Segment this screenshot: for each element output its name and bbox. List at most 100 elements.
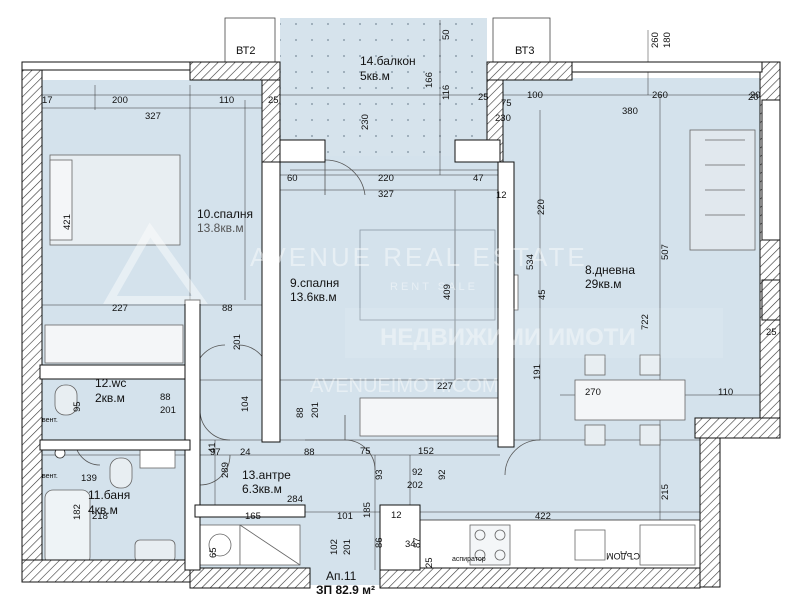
room-area-wc: 2кв.м (95, 391, 125, 405)
dim: 25 (424, 557, 435, 568)
dim: 116 (441, 85, 452, 100)
dim: 20 (748, 92, 759, 103)
dim: 101 (337, 511, 353, 522)
room-area-bedroom10: 13.8кв.м (197, 221, 244, 235)
dim: 260 (650, 32, 661, 48)
vent-small-label-2: вент. (42, 473, 58, 480)
dim: 166 (424, 72, 435, 88)
dim: 227 (112, 303, 128, 314)
dim: 202 (407, 480, 423, 491)
room-name-living: 8.дневна (585, 263, 635, 277)
floor-area (40, 17, 765, 585)
bathtub (44, 489, 91, 566)
vent-small-label: вент. (42, 417, 58, 424)
dim: 25 (766, 327, 777, 338)
dim: 327 (378, 189, 394, 200)
dim: 75 (360, 446, 371, 457)
dim: 20 (750, 90, 761, 101)
wardrobe-10 (44, 324, 184, 364)
dim: 284 (287, 494, 303, 505)
room-area-hall: 6.3кв.м (242, 482, 282, 496)
dim: 722 (640, 314, 651, 330)
dim: 380 (622, 106, 638, 117)
dim: 24 (240, 447, 251, 458)
dim: 75 (501, 98, 512, 109)
room-name-balcony: 14.балкон (360, 54, 416, 68)
dim: 421 (62, 214, 73, 230)
fridge (639, 524, 696, 566)
watermark-line4: AVENUEIMOTI.COM (310, 375, 499, 397)
room-name-hall: 13.антре (242, 468, 291, 482)
dim: 182 (72, 504, 83, 520)
dim: 218 (92, 511, 108, 522)
dim: 152 (418, 446, 434, 457)
dim: 227 (437, 381, 453, 392)
dim: 87 (412, 537, 423, 548)
vent-label-bt2: ВТ2 (236, 45, 255, 57)
watermark-line2: RENT SALE (390, 281, 478, 293)
room-area-bedroom9: 13.6кв.м (290, 290, 337, 304)
dim: 110 (718, 387, 733, 398)
dim: 185 (362, 502, 373, 518)
dining-table (574, 379, 686, 421)
dim: 139 (81, 473, 97, 484)
dim: 41 (207, 442, 218, 453)
toilet-wc (54, 384, 78, 416)
dim: 230 (360, 114, 371, 130)
dim: 12 (391, 510, 402, 521)
dim: 230 (495, 113, 511, 124)
washbasin (134, 539, 176, 563)
dishwasher (574, 529, 606, 561)
bed-9 (359, 229, 496, 321)
dim: 47 (473, 173, 484, 184)
room-name-wc: 12.wc (95, 376, 126, 390)
dim: 327 (145, 111, 161, 122)
dim: 92 (437, 469, 448, 480)
dim: 88 (295, 407, 306, 418)
dim: 215 (660, 484, 671, 500)
dim: 50 (441, 29, 452, 40)
dim: 260 (652, 90, 668, 101)
washing-machine (199, 524, 241, 566)
dim: 220 (378, 173, 394, 184)
dim: 65 (208, 547, 219, 558)
dim: 34 (405, 539, 416, 550)
dim: 88 (222, 303, 233, 314)
walls (21, 61, 781, 589)
dim: 165 (245, 511, 261, 522)
dim: 25 (478, 92, 489, 103)
sink (139, 449, 176, 469)
apartment-label: Ап.11 (326, 569, 357, 583)
room-name-bedroom10: 10.спалня (197, 207, 253, 221)
dim: 97 (210, 447, 221, 458)
dim: 220 (536, 199, 547, 215)
room-area-living: 29кв.м (585, 277, 622, 291)
aspirator-label: аспиратор (452, 556, 486, 563)
apartment-area: ЗП 82.9 м² (316, 583, 375, 597)
dim: 180 (662, 32, 673, 48)
dim: 201 (160, 405, 176, 416)
watermark: AVENUE REAL ESTATE RENT SALE НЕДВИЖИМИ И… (103, 222, 723, 397)
dim: 88 (160, 392, 171, 403)
toilet-bath (109, 457, 133, 489)
dim: 534 (525, 254, 536, 270)
dim: 201 (310, 402, 321, 418)
dim: 200 (112, 95, 128, 106)
dim: 104 (240, 396, 251, 412)
vent-label-bt3: ВТ3 (515, 45, 534, 57)
watermark-line1: AVENUE REAL ESTATE (250, 242, 588, 272)
dim: 88 (304, 447, 315, 458)
dim: 92 (412, 467, 423, 478)
furniture (44, 129, 756, 569)
dim: 507 (660, 244, 671, 260)
dim: 201 (342, 539, 353, 555)
wardrobe-9 (359, 397, 499, 437)
room-name-bedroom9: 9.спалня (290, 276, 339, 290)
dim: 45 (537, 289, 548, 300)
dim: 25 (268, 95, 279, 106)
dim: 93 (374, 469, 385, 480)
dim: 102 (329, 539, 340, 555)
dim: 270 (585, 387, 601, 398)
dim: 422 (535, 511, 551, 522)
